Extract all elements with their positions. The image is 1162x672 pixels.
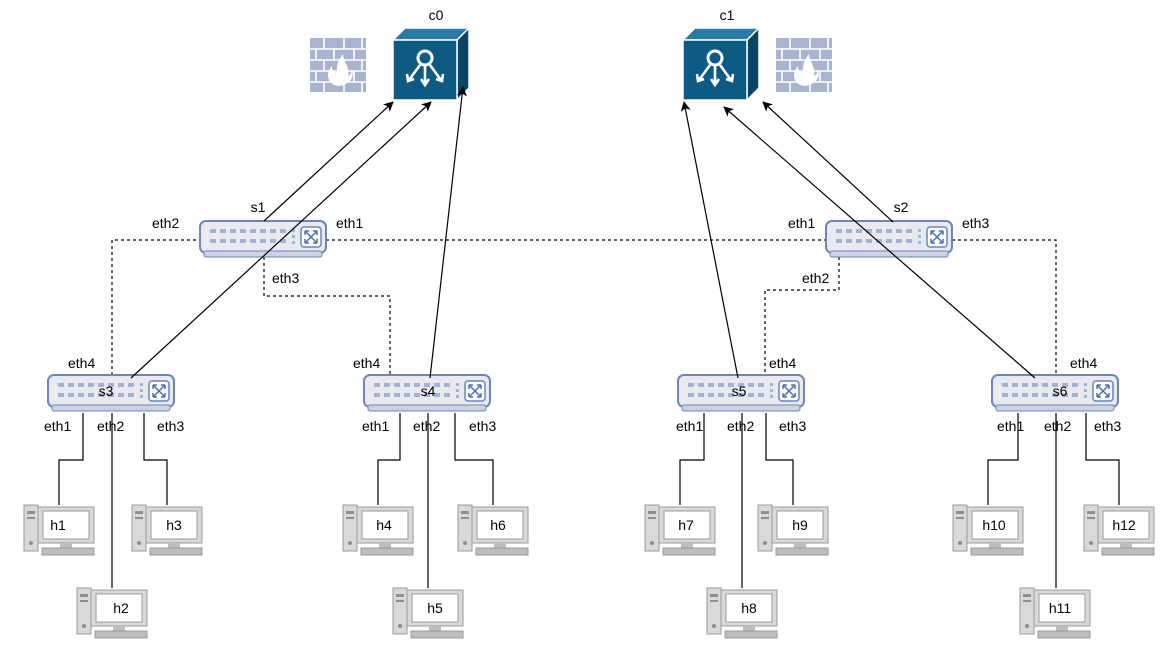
port-label: eth4 xyxy=(68,355,95,371)
host-label: h8 xyxy=(741,600,757,616)
switch-label-s5: s5 xyxy=(732,383,747,399)
host-h3[interactable]: h3 xyxy=(131,504,203,556)
host-label: h9 xyxy=(792,517,808,533)
controller-c0[interactable] xyxy=(391,26,471,102)
host-label: h10 xyxy=(982,517,1006,533)
host-h9[interactable]: h9 xyxy=(757,504,829,556)
host-label: h11 xyxy=(1049,600,1072,616)
port-label: eth1 xyxy=(997,418,1024,434)
inter-switch-links xyxy=(111,239,1057,378)
host-h10[interactable]: h10 xyxy=(952,504,1024,556)
controller-label-c1: c1 xyxy=(720,7,735,23)
controller-label-c0: c0 xyxy=(429,7,444,23)
port-label: eth1 xyxy=(676,418,703,434)
switch-label-s4: s4 xyxy=(421,383,436,399)
host-h2[interactable]: h2 xyxy=(76,587,148,639)
port-label: eth4 xyxy=(769,355,796,371)
port-label: eth3 xyxy=(157,418,184,434)
port-label: eth1 xyxy=(362,418,389,434)
host-h6[interactable]: h6 xyxy=(457,504,529,556)
switch-label-s6: s6 xyxy=(1053,383,1068,399)
host-label: h2 xyxy=(113,600,129,616)
firewall-icon-c0 xyxy=(309,37,367,93)
host-label: h12 xyxy=(1112,517,1136,533)
port-label: eth2 xyxy=(727,418,754,434)
controller-c1[interactable] xyxy=(681,26,761,102)
host-label: h6 xyxy=(490,517,506,533)
link-s1-s3 xyxy=(111,239,202,378)
port-label: eth3 xyxy=(469,418,496,434)
host-label: h3 xyxy=(166,517,182,533)
firewall-icon-c1 xyxy=(775,37,833,93)
port-label: eth3 xyxy=(272,270,299,286)
port-label: eth3 xyxy=(962,215,989,231)
host-label: h5 xyxy=(427,600,443,616)
host-h7[interactable]: h7 xyxy=(644,504,716,556)
host-h12[interactable]: h12 xyxy=(1083,504,1155,556)
host-label: h1 xyxy=(50,517,66,533)
host-links xyxy=(58,413,1120,588)
switch-s1[interactable] xyxy=(199,220,327,258)
port-label: eth3 xyxy=(779,418,806,434)
host-h4[interactable]: h4 xyxy=(342,504,414,556)
port-label: eth2 xyxy=(1044,418,1071,434)
port-label: eth3 xyxy=(1094,418,1121,434)
switch-label-s3: s3 xyxy=(99,383,114,399)
switch-label-s2: s2 xyxy=(894,199,909,215)
host-label: h4 xyxy=(376,517,392,533)
port-label: eth2 xyxy=(97,418,124,434)
controller-links xyxy=(130,86,1036,379)
link-s2-s5 xyxy=(764,257,840,378)
host-h11[interactable]: h11 xyxy=(1019,587,1091,639)
host-h1[interactable]: h1 xyxy=(23,504,95,556)
switch-label-s1: s1 xyxy=(251,199,266,215)
host-h5[interactable]: h5 xyxy=(392,587,464,639)
port-label: eth2 xyxy=(152,215,179,231)
port-label: eth4 xyxy=(1070,355,1097,371)
host-h8[interactable]: h8 xyxy=(706,587,778,639)
port-label: eth2 xyxy=(802,270,829,286)
port-label: eth1 xyxy=(788,215,815,231)
link-s1-s4 xyxy=(263,257,391,378)
port-label: eth2 xyxy=(413,418,440,434)
switch-s2[interactable] xyxy=(825,220,953,258)
port-label: eth4 xyxy=(353,355,380,371)
port-label: eth1 xyxy=(44,418,71,434)
port-label: eth1 xyxy=(336,215,363,231)
host-label: h7 xyxy=(678,517,694,533)
link-s2-s6 xyxy=(952,239,1057,378)
